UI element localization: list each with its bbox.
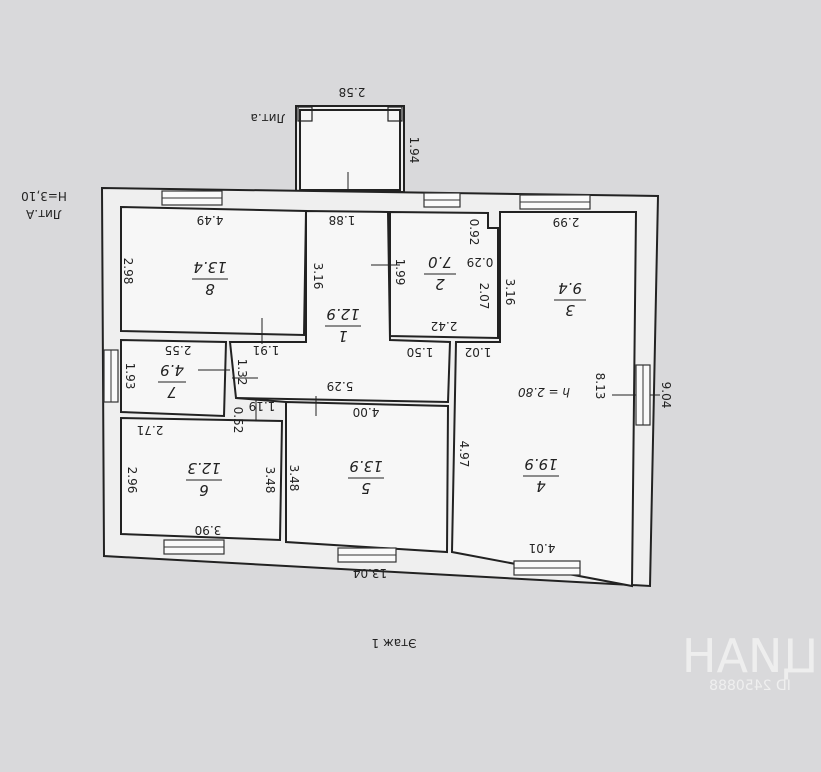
room-6 bbox=[120, 416, 284, 542]
room-4-area: 19.9 bbox=[524, 455, 557, 473]
building-height: Н=3,10 bbox=[21, 189, 67, 203]
dim-room7-height: 1.93 bbox=[123, 363, 137, 390]
room-5-area: 13.9 bbox=[349, 457, 382, 475]
room-4-number: 4 bbox=[536, 477, 546, 495]
windows bbox=[103, 190, 651, 576]
dim-room8-height: 2.98 bbox=[121, 258, 135, 285]
dim-room1-a: 1.91 bbox=[253, 343, 280, 357]
ceiling-height-note: h = 2.80 bbox=[518, 385, 570, 399]
dimension-labels: 4.49 2.98 1.88 3.16 1.91 5.29 1.50 1.32 … bbox=[121, 213, 607, 555]
dim-room4-width: 4.01 bbox=[529, 541, 556, 555]
dim-room2-c: 1.99 bbox=[393, 259, 407, 286]
room-3-area: 9.4 bbox=[558, 279, 582, 297]
dim-room6-top: 2.71 bbox=[137, 423, 164, 437]
dim-room6-height: 2.96 bbox=[125, 467, 139, 494]
dim-room3-width: 2.99 bbox=[553, 215, 580, 229]
annex-label: Лит.а bbox=[251, 111, 286, 125]
room-7 bbox=[120, 338, 228, 418]
room-3-4 bbox=[450, 211, 638, 588]
dim-room8-width: 4.49 bbox=[197, 213, 224, 227]
dim-room2-width: 2.42 bbox=[431, 319, 458, 333]
room-7-number: 7 bbox=[167, 383, 177, 401]
room-6-area: 12.3 bbox=[187, 459, 220, 477]
cian-watermark: ЦИАН ID 2450888 bbox=[682, 629, 818, 694]
room-8-area: 13.4 bbox=[193, 258, 226, 276]
dim-room2-a: 0.92 bbox=[467, 219, 481, 246]
dim-room1-f: 0.52 bbox=[231, 407, 245, 434]
dim-room1-height: 3.16 bbox=[311, 263, 325, 290]
room-8-number: 8 bbox=[205, 280, 215, 298]
annex-width-label: 2.58 bbox=[339, 85, 366, 99]
dim-room1-e: 1.19 bbox=[249, 399, 276, 413]
floor-label: Этаж 1 bbox=[372, 636, 417, 650]
room-7-area: 4.9 bbox=[160, 361, 184, 379]
room-6-number: 6 bbox=[199, 481, 209, 499]
dim-room2-height: 2.07 bbox=[477, 283, 491, 310]
room-labels: 8 13.4 1 12.9 2 7.0 3 9.4 4 19.9 5 13.9 bbox=[158, 253, 586, 499]
dim-room1-width: 1.88 bbox=[329, 213, 356, 227]
dim-room2-b: 0.29 bbox=[467, 255, 494, 269]
room-1 bbox=[228, 209, 452, 404]
dim-room1-d: 1.32 bbox=[235, 359, 249, 386]
dim-room4-height: 4.97 bbox=[457, 441, 471, 468]
room-5-number: 5 bbox=[361, 479, 371, 497]
building-width: 9.04 bbox=[659, 382, 673, 409]
watermark-brand: ЦИАН bbox=[682, 629, 818, 683]
building-length: 13.04 bbox=[353, 566, 387, 580]
room-1-number: 1 bbox=[338, 327, 348, 345]
dim-room1-b: 5.29 bbox=[327, 379, 354, 393]
annex-depth-label: 1.94 bbox=[407, 137, 421, 164]
room-8 bbox=[120, 205, 308, 337]
dim-room3-a: 1.02 bbox=[465, 345, 492, 359]
room-2 bbox=[389, 210, 499, 340]
building-label: Лит.А bbox=[25, 207, 62, 221]
room-2-area: 7.0 bbox=[428, 253, 452, 271]
dim-room7-width: 2.55 bbox=[165, 343, 192, 357]
room-5 bbox=[285, 400, 450, 554]
dim-room5-width: 4.00 bbox=[353, 405, 380, 419]
room-1-area: 12.9 bbox=[326, 305, 359, 323]
dim-room6-height-2: 3.48 bbox=[263, 467, 277, 494]
dim-room3-height: 3.16 bbox=[503, 279, 517, 306]
room-2-number: 2 bbox=[435, 275, 445, 293]
dim-room1-c: 1.50 bbox=[407, 345, 434, 359]
watermark-id: ID 2450888 bbox=[709, 678, 791, 694]
dim-room3-b: 8.13 bbox=[593, 373, 607, 400]
dim-room5-height: 3.48 bbox=[287, 465, 301, 492]
dim-room6-width: 3.90 bbox=[195, 523, 222, 537]
room-3-number: 3 bbox=[565, 301, 575, 319]
